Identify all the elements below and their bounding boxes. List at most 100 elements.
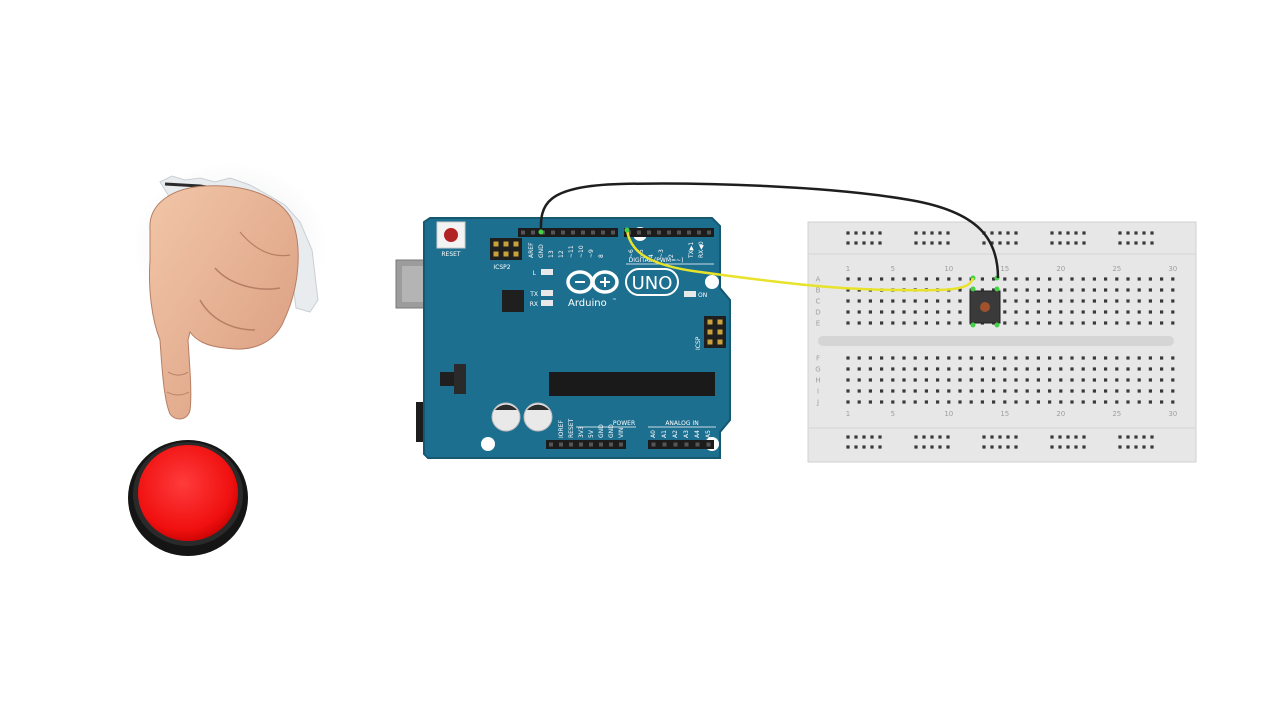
digital-pin-label: 4 [648,254,655,258]
breadboard-hole [1092,288,1096,292]
header-block [704,316,726,348]
breadboard-hole [913,378,917,382]
breadboard-hole [1160,400,1164,404]
breadboard-hole [870,241,874,245]
breadboard-hole [980,277,984,281]
breadboard-hole [1059,288,1063,292]
header-strip [546,440,626,449]
breadboard-hole [1150,435,1154,439]
breadboard-hole [1104,277,1108,281]
breadboard-hole [998,445,1002,449]
breadboard-hole [891,378,895,382]
reset-button[interactable] [436,221,466,249]
breadboard-hole [992,378,996,382]
breadboard-hole [1070,389,1074,393]
header-pin [493,251,499,257]
row-letter: I [817,388,819,396]
breadboard-hole [1160,378,1164,382]
breadboard-hole [913,389,917,393]
breadboard-hole [902,389,906,393]
header-socket [571,230,575,235]
breadboard-hole [902,378,906,382]
breadboard-hole [1126,321,1130,325]
breadboard-hole [846,299,850,303]
breadboard-hole [913,400,917,404]
breadboard-hole [924,367,928,371]
breadboard-hole [1137,378,1141,382]
header-socket [662,442,667,447]
breadboard-hole [1137,277,1141,281]
breadboard-hole [1003,356,1007,360]
breadboard-hole [1036,310,1040,314]
breadboard-hole [913,310,917,314]
power-pin-label: 5V [588,429,595,438]
power-pin-label: IOREF [558,420,565,438]
breadboard-hole [1048,367,1052,371]
digital-pin-label: ~11 [568,245,575,258]
breadboard-hole [868,389,872,393]
breadboard-hole [891,321,895,325]
breadboard-hole [1014,241,1018,245]
breadboard-hole [1036,356,1040,360]
header-strip [694,228,714,237]
breadboard-hole [936,277,940,281]
breadboard-hole [1014,321,1018,325]
breadboard-hole [947,367,951,371]
breadboard-hole [1081,310,1085,314]
breadboard-hole [936,299,940,303]
breadboard-hole [936,321,940,325]
breadboard-hole [878,435,882,439]
breadboard-hole [1115,321,1119,325]
header-socket [581,230,585,235]
breadboard-hole [854,445,858,449]
column-number: 1 [846,410,850,418]
breadboard-hole [1104,321,1108,325]
breadboard-hole [1050,231,1054,235]
breadboard-hole [1160,310,1164,314]
breadboard-hole [846,400,850,404]
breadboard-hole [946,241,950,245]
breadboard-hole [1171,400,1175,404]
breadboard-hole [1014,310,1018,314]
breadboard-hole [902,299,906,303]
breadboard-hole [980,389,984,393]
breadboard-hole [854,231,858,235]
breadboard-hole [1059,400,1063,404]
breadboard-hole [868,277,872,281]
breadboard-hole [1160,299,1164,303]
breadboard-hole [1014,299,1018,303]
breadboard-hole [1048,299,1052,303]
breadboard-hole [1104,310,1108,314]
breadboard-hole [1081,288,1085,292]
breadboard-hole [1025,389,1029,393]
breadboard-hole [1126,400,1130,404]
breadboard-hole [846,288,850,292]
breadboard-hole [857,389,861,393]
breadboard-hole [1160,356,1164,360]
breadboard-hole [1126,277,1130,281]
breadboard-hole [1104,299,1108,303]
breadboard-hole [946,231,950,235]
breadboard-hole [1036,389,1040,393]
power-analog-headers [546,440,714,449]
breadboard-hole [936,389,940,393]
breadboard-hole [913,356,917,360]
breadboard-hole [868,400,872,404]
breadboard-hole [1081,367,1085,371]
breadboard-hole [1171,277,1175,281]
arduino-infinity-logo-icon [566,270,619,294]
black-wire-gnd [539,182,1000,279]
breadboard-hole [902,321,906,325]
breadboard-hole [880,356,884,360]
breadboard-hole [1025,321,1029,325]
digital-pin-label: 13 [548,250,555,258]
header-socket [651,442,656,447]
breadboard-hole [1074,445,1078,449]
analog-pin-label: A4 [694,430,701,438]
header-strip [518,228,618,237]
capacitor [491,402,521,432]
breadboard-hole [1025,367,1029,371]
breadboard-hole [1070,378,1074,382]
breadboard-hole [878,231,882,235]
